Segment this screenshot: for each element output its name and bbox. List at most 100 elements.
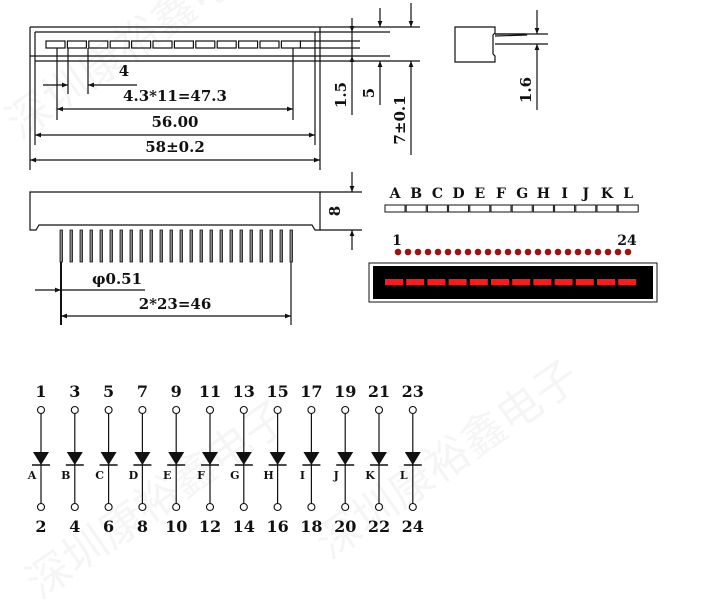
diode-icon <box>202 452 218 465</box>
diode-channel: 1A2 <box>27 382 50 536</box>
diode-label: L <box>400 469 408 482</box>
segment-label: I <box>561 186 568 202</box>
pin <box>219 229 223 263</box>
segment-box <box>448 204 470 213</box>
pin-dot <box>444 248 452 256</box>
segment-label: D <box>453 186 465 202</box>
diode-label: F <box>197 469 205 482</box>
cathode-pin-number: 12 <box>199 517 221 536</box>
pin <box>139 229 143 263</box>
segment-boxes <box>384 204 639 213</box>
anode-terminal <box>205 405 215 415</box>
cathode-pin-number: 4 <box>69 517 80 536</box>
pin <box>229 229 233 263</box>
cathode-terminal <box>307 502 316 512</box>
top-segment <box>173 40 194 49</box>
anode-pin-number: 9 <box>171 382 182 401</box>
segment-box <box>554 204 576 213</box>
diode-label: I <box>300 469 305 482</box>
dim-lead-thickness: 1.6 <box>517 77 535 103</box>
anode-pin-number: 7 <box>137 382 148 401</box>
pin <box>249 229 253 263</box>
pin <box>269 229 273 263</box>
cathode-pin-number: 20 <box>334 517 356 536</box>
pin-dot <box>434 248 442 256</box>
lit-segments <box>385 279 637 285</box>
diode-channel: 5C6 <box>95 382 118 536</box>
diode-label: K <box>365 469 375 482</box>
diode-label: A <box>27 469 37 482</box>
pin-dot <box>524 248 532 256</box>
anode-pin-number: 23 <box>402 382 424 401</box>
segment-box <box>596 204 618 213</box>
pin-dot <box>564 248 572 256</box>
pin-dot <box>544 248 552 256</box>
lit-segment <box>406 279 425 285</box>
pin-dot <box>404 248 412 256</box>
pin-dot <box>504 248 512 256</box>
anode-terminal <box>138 405 147 415</box>
diode-label: H <box>263 469 273 482</box>
lit-segment <box>533 279 552 285</box>
top-view <box>29 3 420 170</box>
cathode-terminal <box>172 502 181 512</box>
segment-label: B <box>410 186 422 202</box>
segment-box <box>469 204 491 213</box>
anode-pin-number: 11 <box>199 382 221 401</box>
cathode-terminal <box>273 502 282 512</box>
pin-dot <box>484 248 492 256</box>
pin-dots <box>394 248 632 256</box>
pin <box>59 229 63 263</box>
segment-label: C <box>432 186 443 202</box>
pin <box>239 229 243 263</box>
segment-box <box>575 204 597 213</box>
anode-pin-number: 15 <box>266 382 288 401</box>
lit-segment <box>618 279 637 285</box>
dim-body-inner: 5 <box>360 88 378 98</box>
pin <box>79 229 83 263</box>
pin <box>279 229 283 263</box>
segment-box <box>490 204 512 213</box>
segment-box <box>405 204 427 213</box>
cathode-terminal <box>374 502 384 512</box>
dim-pin-span: 2*23=46 <box>139 295 212 313</box>
dim-body-height: 7±0.1 <box>391 95 409 144</box>
anode-terminal <box>374 405 384 415</box>
pin <box>209 229 213 263</box>
anode-terminal <box>70 405 79 415</box>
diode-schematic: 1A23B45C67D89E1011F1213G1415H1617I1819J2… <box>27 382 424 536</box>
lit-segment <box>491 279 509 285</box>
cathode-terminal <box>239 502 248 512</box>
pin-row <box>59 229 293 263</box>
lit-segment <box>512 279 531 285</box>
anode-terminal <box>307 405 316 415</box>
top-segment-row <box>45 40 301 49</box>
pin-dot <box>414 248 422 256</box>
cathode-terminal <box>205 502 215 512</box>
cathode-terminal <box>36 502 46 512</box>
dim-overall-width: 58±0.2 <box>145 138 205 156</box>
pin-dot <box>584 248 592 256</box>
pin <box>119 229 123 263</box>
dim-window-height: 1.5 <box>332 82 350 108</box>
dim-pitch: 4 <box>119 62 129 80</box>
lit-segment <box>575 279 594 285</box>
anode-pin-number: 13 <box>233 382 255 401</box>
lit-segment <box>597 279 615 285</box>
diode-icon <box>168 452 185 465</box>
pin-first-label: 1 <box>392 233 402 249</box>
front-view <box>29 172 362 325</box>
diode-icon <box>66 452 83 465</box>
cathode-terminal <box>104 502 113 512</box>
anode-pin-number: 19 <box>334 382 356 401</box>
diode-label: G <box>230 469 239 482</box>
top-segment <box>45 40 66 49</box>
pin-dot <box>574 248 582 256</box>
cathode-pin-number: 18 <box>300 517 322 536</box>
svg-text:深圳康裕鑫电子: 深圳康裕鑫电子 <box>17 391 299 604</box>
segment-label: J <box>580 186 589 202</box>
pin <box>99 229 103 263</box>
